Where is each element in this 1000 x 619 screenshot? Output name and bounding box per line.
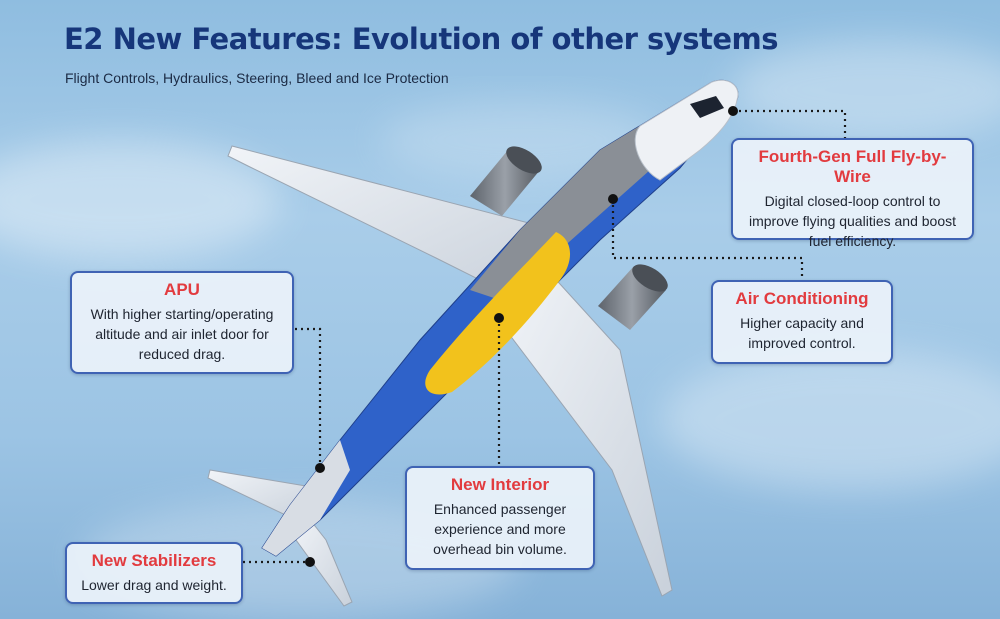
air-conditioning-marker <box>608 194 618 204</box>
page-subtitle: Flight Controls, Hydraulics, Steering, B… <box>65 70 449 86</box>
callout-fly-by-wire: Fourth-Gen Full Fly-by-Wire Digital clos… <box>731 138 974 249</box>
fly-by-wire-marker <box>728 106 738 116</box>
apu-marker <box>315 463 325 473</box>
cockpit-windows <box>690 96 724 118</box>
new-stabilizers-marker <box>305 557 315 567</box>
page-title: E2 New Features: Evolution of other syst… <box>64 22 778 56</box>
callout-apu: APU With higher starting/operating altit… <box>70 271 294 374</box>
callout-text: Higher capacity and improved control. <box>740 315 864 351</box>
callout-new-interior: New Interior Enhanced passenger experien… <box>405 466 595 570</box>
callout-new-stabilizers: New Stabilizers Lower drag and weight. <box>65 542 243 604</box>
callout-text: With higher starting/operating altitude … <box>90 306 274 362</box>
callout-text: Lower drag and weight. <box>81 577 227 593</box>
new-interior-marker <box>494 313 504 323</box>
callout-heading: New Stabilizers <box>91 551 217 570</box>
callout-air-conditioning: Air Conditioning Higher capacity and imp… <box>711 280 893 364</box>
callout-heading: New Interior <box>450 475 550 494</box>
tail-cone <box>262 440 350 556</box>
right-engine <box>598 264 668 330</box>
left-engine <box>470 146 542 216</box>
callout-heading: APU <box>164 280 200 299</box>
callout-text: Digital closed-loop control to improve f… <box>748 193 956 249</box>
callout-heading: Fourth-Gen Full Fly-by-Wire <box>758 147 947 186</box>
callout-text: Enhanced passenger experience and more o… <box>433 501 567 557</box>
callout-heading: Air Conditioning <box>735 289 869 308</box>
